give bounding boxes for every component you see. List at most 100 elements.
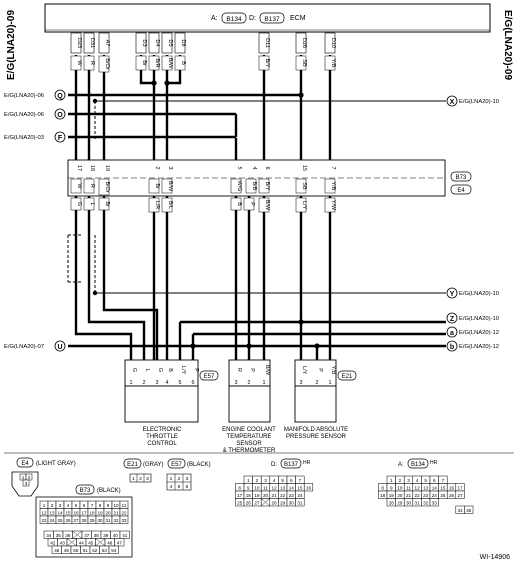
b73-pin: 2 xyxy=(154,167,160,170)
pin-number: 27 xyxy=(458,493,464,498)
legend-e4-color: (LIGHT GRAY) xyxy=(36,461,76,467)
legend-e57-pin: 6 xyxy=(186,484,189,490)
legend-e4-name: E4 xyxy=(21,461,29,467)
ecm-pin: D31 xyxy=(89,38,95,48)
ecm-name: ECM xyxy=(290,15,306,22)
pin-number: 54 xyxy=(111,548,117,553)
ect-component: R P B/W 3 2 1 ENGINE COOLANT TEMPERATURE… xyxy=(222,359,276,454)
e21-name: E21 xyxy=(342,374,353,380)
pin-number: 20 xyxy=(263,493,269,498)
pin-number: 35 xyxy=(56,533,62,538)
wire-color: B/W xyxy=(167,181,173,192)
ref-letter-y: Y xyxy=(450,291,455,298)
pin-number: 39 xyxy=(103,533,109,538)
pin-number: 14 xyxy=(432,485,438,490)
wires-upper xyxy=(74,55,332,160)
ref-right-a: E/G(LNA20)-12 xyxy=(459,330,499,336)
wire-color: B/L xyxy=(167,201,173,209)
pin-number: 5 xyxy=(424,478,427,483)
pin-cell xyxy=(303,483,314,492)
wire-color: L/Y xyxy=(301,201,307,209)
ref-right-z: E/G(LNA20)-10 xyxy=(459,316,499,322)
legend-e57-pin: 4 xyxy=(170,484,173,490)
ecm-pin: D26 xyxy=(301,38,307,48)
wire-color: L/R xyxy=(154,201,160,209)
pin-number: 31 xyxy=(105,518,111,523)
ref-letter-f: F xyxy=(58,135,63,142)
ecm-pin: D3 xyxy=(141,39,147,46)
ecm-pins: D23 D31 A7 D3 D4 D5 D6 D11 D26 D10 W R xyxy=(70,32,336,73)
ect-label: SENSOR xyxy=(236,441,262,447)
e57-pin: 2 xyxy=(143,380,146,386)
pin-number: 7 xyxy=(299,478,302,483)
legend-a-suffix: HR xyxy=(430,460,438,466)
pin-number: 22 xyxy=(415,493,421,498)
pin-number: 26 xyxy=(246,500,252,505)
pin-number: 23 xyxy=(423,493,429,498)
ecm-pin: A7 xyxy=(104,40,110,47)
pin-number: 11 xyxy=(263,485,268,490)
legend-e4: E4 (LIGHT GRAY) 1 2 3 xyxy=(11,457,76,497)
ecm-pin: D11 xyxy=(264,38,270,48)
e21-pin: 3 xyxy=(300,380,303,386)
b73-pin: 3 xyxy=(167,167,173,170)
e57-pin: 6 xyxy=(192,380,195,386)
pin-cell xyxy=(429,498,439,507)
wire-color: W/G xyxy=(236,181,242,192)
legend-e21-e57: E21 (GRAY) E57 (BLACK) 1 2 3 1 2 3 4 5 6 xyxy=(123,458,211,491)
pin-number: 12 xyxy=(272,485,278,490)
legend-a-name: B134 xyxy=(411,462,426,468)
pin-blank xyxy=(66,538,77,547)
legend-a-label: A: xyxy=(398,462,404,468)
pin-number: 48 xyxy=(54,548,60,553)
legend-e57-color: (BLACK) xyxy=(187,462,211,468)
ecm-pin: D6 xyxy=(180,39,186,46)
pin-number: 10 xyxy=(113,503,119,508)
pin-cell xyxy=(464,505,474,514)
pin-number: 13 xyxy=(49,510,55,515)
e57-wire: B xyxy=(167,368,173,372)
pin-number: 3 xyxy=(59,503,62,508)
e57-label: THROTTLE xyxy=(146,434,178,440)
pin-blank xyxy=(72,530,83,539)
pin-number: 13 xyxy=(423,485,429,490)
pin-number: 10 xyxy=(397,485,403,490)
e21-pin: 2 xyxy=(316,380,319,386)
ref-letter-q: Q xyxy=(57,93,63,100)
pin-cell xyxy=(114,538,125,547)
pin-number: 4 xyxy=(416,478,419,483)
wire-color: Y/W xyxy=(330,200,336,211)
pin-number: 23 xyxy=(41,518,47,523)
e57-component: E57 G L G B L/Y P 1 2 3 4 5 6 ELECTRONIC… xyxy=(124,359,219,447)
pin-number: 11 xyxy=(122,503,127,508)
pin-number: 1 xyxy=(43,503,46,508)
e57-pin: 1 xyxy=(130,380,133,386)
ref-right-b: E/G(LNA20)-12 xyxy=(459,344,499,350)
pin-cell xyxy=(455,490,465,499)
pin-number: 49 xyxy=(64,548,70,553)
sheet-id-left: E/G(LNA20)-09 xyxy=(6,10,17,80)
pin-blank xyxy=(261,498,270,507)
pin-number: 12 xyxy=(41,510,47,515)
wire-color: SB xyxy=(301,59,307,67)
legend-e57-pin: 1 xyxy=(170,476,173,482)
b73-pin: 6 xyxy=(264,167,270,170)
ref-left-u: E/G(LNA20)-07 xyxy=(4,344,44,350)
wires-lower xyxy=(68,196,446,360)
pin-number: 3 xyxy=(264,478,267,483)
pin-number: 21 xyxy=(272,493,278,498)
wire-color: P xyxy=(249,202,255,206)
ref-letter-u: U xyxy=(57,344,62,351)
pin-number: 38 xyxy=(94,533,100,538)
legend-d-label: D: xyxy=(271,462,277,468)
b73-pin: 18 xyxy=(89,165,95,171)
pin-number: 25 xyxy=(237,500,243,505)
ref-letter-x: X xyxy=(450,99,455,106)
pin-number: 16 xyxy=(449,485,455,490)
pin-number: 29 xyxy=(280,500,286,505)
